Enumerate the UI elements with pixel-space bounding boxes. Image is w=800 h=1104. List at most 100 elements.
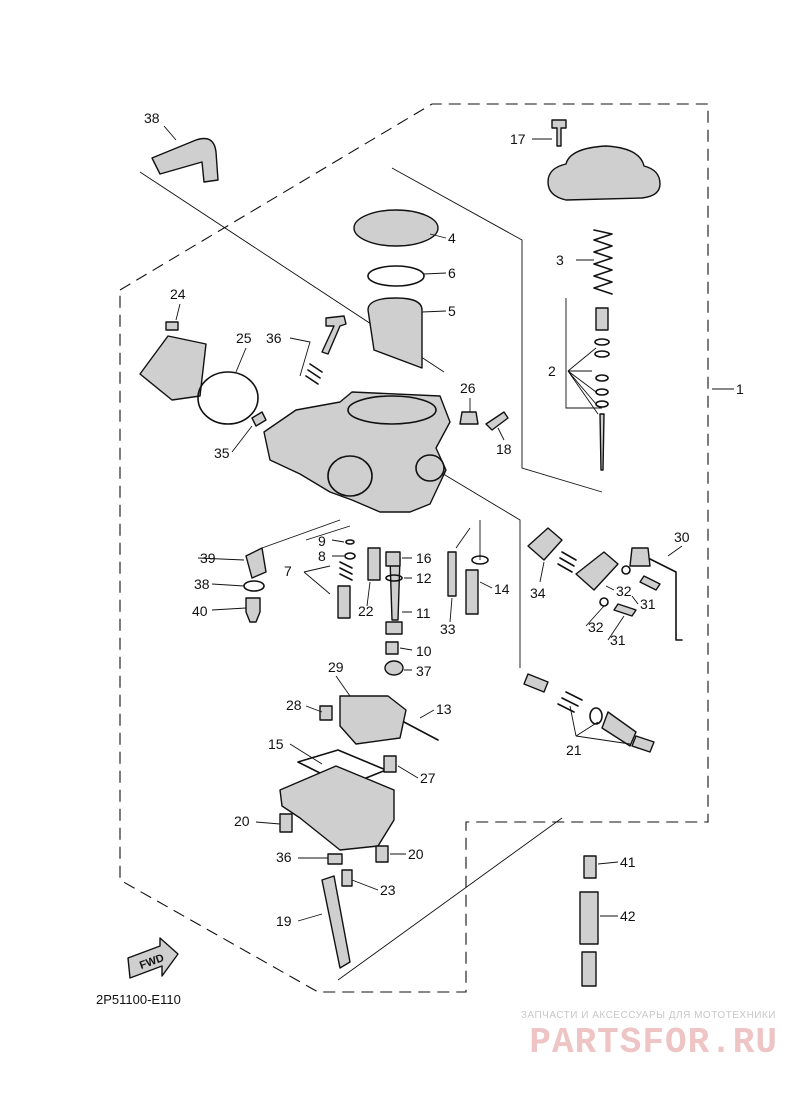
part-screw-27	[383, 755, 397, 773]
part-pilot-screw	[321, 315, 347, 355]
part-adjuster-spring	[557, 691, 583, 713]
callout-17: 17	[510, 131, 526, 147]
callout-6: 6	[448, 265, 456, 281]
part-bowl-screw-b	[375, 845, 389, 863]
callout-44: 42	[620, 908, 636, 924]
part-plug-40	[245, 597, 261, 623]
callout-11: 11	[416, 605, 431, 621]
callout-2: 2	[548, 363, 556, 379]
part-cover-screw	[551, 119, 567, 147]
part-body-port	[415, 454, 445, 482]
callout-31b: 31	[610, 632, 626, 648]
part-small-oring-9	[345, 539, 355, 545]
part-oring-12	[385, 574, 403, 582]
callout-7: 7	[284, 563, 292, 579]
watermark-logo: PARTSFOR.RU	[529, 1022, 778, 1063]
part-throttle-cable	[635, 551, 683, 641]
callout-32b: 32	[588, 619, 604, 635]
callout-19: 19	[276, 913, 292, 929]
callout-25: 25	[236, 330, 252, 346]
callout-5: 5	[448, 303, 456, 319]
part-jet-needle	[595, 307, 609, 471]
callout-33: 33	[440, 621, 456, 637]
part-starter-flange	[575, 551, 619, 591]
part-washer-39	[243, 580, 265, 592]
callout-4: 4	[448, 230, 456, 246]
part-accel-pump	[339, 695, 407, 745]
callout-16: 16	[416, 550, 432, 566]
part-diaphragm-ring	[367, 265, 425, 287]
part-float-bowl	[279, 765, 395, 851]
callout-39: 38	[194, 576, 210, 592]
part-mount-plate	[139, 335, 207, 401]
part-nozzle-cap	[384, 660, 404, 676]
part-body-outlet	[327, 455, 373, 497]
part-pump-rod	[403, 721, 439, 741]
part-top-cover	[547, 145, 661, 201]
part-adjuster-oring	[589, 707, 603, 725]
part-flange-screw-a	[639, 575, 661, 591]
part-main-nozzle	[389, 557, 401, 621]
part-tube-44	[579, 891, 599, 945]
part-tube-end	[581, 951, 597, 987]
part-needle-clip	[594, 338, 610, 346]
part-starter-jet	[367, 547, 381, 581]
part-needle-washer	[594, 350, 610, 358]
part-throttle-stop-screw	[485, 411, 509, 431]
callout-18: 18	[496, 441, 512, 457]
part-needle-jet-16	[385, 551, 401, 567]
callout-15: 15	[268, 736, 284, 752]
part-pilot-jet	[337, 585, 351, 619]
part-diaphragm	[353, 209, 439, 247]
callout-13: 13	[436, 701, 452, 717]
part-carburetor-body	[263, 391, 451, 513]
assembly-boundary	[119, 103, 709, 993]
callout-42: 38	[144, 110, 160, 126]
callout-22: 22	[358, 603, 374, 619]
callout-8: 8	[318, 548, 326, 564]
callout-27: 27	[420, 770, 436, 786]
part-needle-ring	[595, 388, 609, 396]
callout-26: 26	[460, 380, 476, 396]
callout-leaders	[163, 125, 734, 922]
part-oring-14	[471, 555, 489, 565]
part-throttle-spring	[593, 229, 613, 295]
part-rod-33	[447, 551, 457, 597]
part-adjuster-screw	[523, 673, 549, 693]
part-washer-b	[599, 597, 609, 607]
callout-9: 9	[318, 533, 326, 549]
callout-43: 41	[620, 854, 636, 870]
callout-32a: 32	[616, 583, 632, 599]
part-bracket-41	[245, 547, 267, 579]
part-main-jet	[385, 621, 403, 635]
part-pilot-jet-spring	[339, 561, 353, 581]
callout-14: 14	[494, 581, 510, 597]
callout-40: 40	[192, 603, 208, 619]
part-cable-holder	[629, 547, 651, 567]
part-starter-plate	[527, 527, 563, 561]
callout-20b: 20	[408, 846, 424, 862]
part-drain-plug	[341, 869, 353, 887]
callout-37: 37	[416, 663, 432, 679]
part-plate-gasket	[197, 371, 259, 425]
part-adjuster-body	[601, 711, 655, 753]
part-drain-screw	[327, 853, 343, 865]
part-needle-valve	[465, 569, 479, 615]
callout-24: 24	[170, 286, 186, 302]
callout-34: 34	[530, 585, 546, 601]
callout-10: 10	[416, 643, 432, 659]
part-jet-holder	[385, 641, 399, 655]
part-breather-pipe	[151, 137, 219, 183]
part-connector-43	[583, 855, 597, 879]
part-needle-seat	[595, 374, 609, 382]
callout-21: 21	[566, 742, 582, 758]
leader-lines	[139, 167, 603, 981]
watermark-tagline: ЗАПЧАСТИ И АКСЕССУАРЫ ДЛЯ МОТОТЕХНИКИ	[520, 1010, 776, 1021]
callout-30: 30	[674, 529, 690, 545]
part-needle-spacer	[595, 400, 609, 408]
callout-31a: 31	[640, 596, 656, 612]
part-starter-spring	[557, 551, 577, 573]
part-pilot-spring	[305, 363, 323, 385]
part-screw-28	[319, 705, 333, 721]
